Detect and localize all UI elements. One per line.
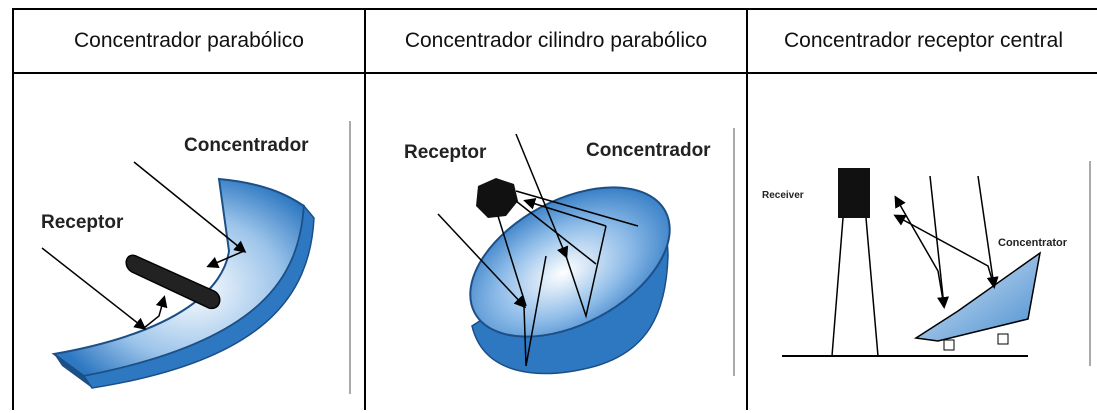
header-parabolic-trough: Concentrador cilindro parabólico (366, 10, 746, 74)
header-central-receiver: Concentrador receptor central (748, 10, 1097, 74)
column-divider (746, 10, 748, 410)
concentrator-label: Concentrador (586, 140, 711, 161)
concentrator-label: Concentrador (184, 135, 309, 156)
dish-diagram: Receptor Concentrador (404, 128, 735, 376)
column-divider (364, 10, 366, 410)
header-parabolic: Concentrador parabólico (14, 10, 364, 74)
receptor (476, 178, 518, 218)
panel-parabolic-trough: Receptor Concentrador (366, 76, 746, 410)
comparison-table: Concentrador parabólico Concentrador cil… (12, 8, 1097, 410)
tower-diagram: Receiver Concentrator (762, 161, 1091, 366)
receiver-block (838, 168, 870, 218)
panel-central-receiver: Receiver Concentrator (748, 76, 1097, 410)
parabolic-diagram: Concentrador Receptor (41, 121, 351, 394)
receiver-label: Receiver (762, 190, 804, 201)
panel-parabolic: Concentrador Receptor (14, 76, 364, 410)
heliostat-mirror (913, 251, 1042, 342)
concentrator-label: Concentrator (998, 237, 1068, 249)
receptor-label: Receptor (41, 212, 124, 233)
receptor-tube (125, 254, 221, 310)
receptor-label: Receptor (404, 142, 487, 163)
